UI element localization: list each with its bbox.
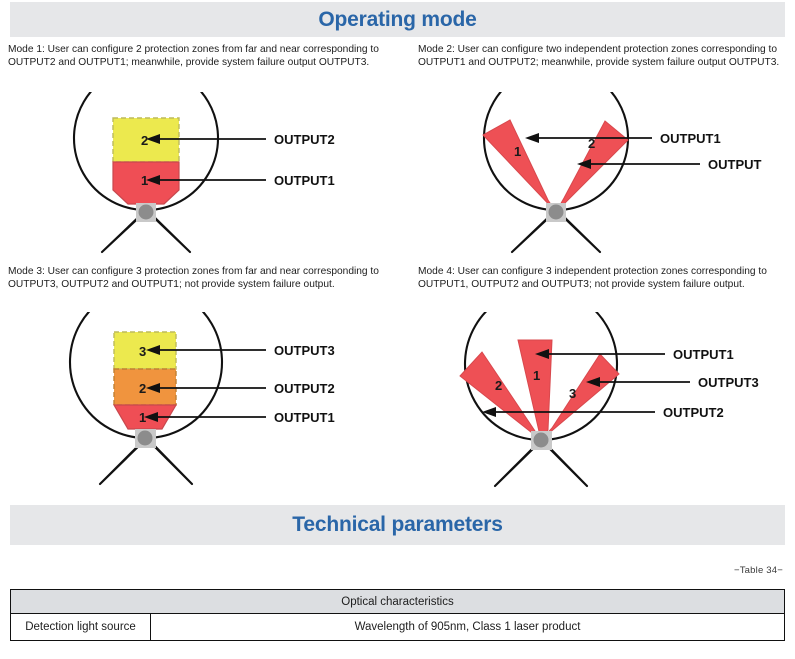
optical-characteristics-table: Optical characteristics Detection light … (10, 589, 785, 641)
section-banner-technical-parameters: Technical parameters (10, 505, 785, 545)
sensor-body-outline-3 (69, 312, 223, 486)
mode-description-1: Mode 1: User can configure 2 protection … (8, 44, 379, 68)
sensor-body-outline-1 (72, 92, 220, 254)
callout-label-output2: OUTPUT2 (274, 381, 335, 396)
mode-description-4: Mode 4: User can configure 3 independent… (418, 266, 767, 290)
sensor-body-outline-2 (482, 92, 630, 254)
zone-number-2: 2 (588, 136, 595, 151)
callout-output1: OUTPUT1 (525, 131, 721, 146)
zone-sector-1 (482, 119, 557, 213)
callout-output1: OUTPUT1 (146, 173, 335, 188)
zone-rect-2 (112, 117, 180, 163)
zone-number-2: 2 (495, 378, 502, 393)
table-cell-parameter-label: Detection light source (10, 613, 151, 641)
sensor-hub-2 (548, 204, 564, 220)
table-cell-parameter-value: Wavelength of 905nm, Class 1 laser produ… (150, 613, 785, 641)
callout-output2: OUTPUT (577, 157, 762, 172)
section-title-operating-mode: Operating mode (318, 7, 477, 31)
table-caption: −Table 34− (733, 565, 783, 576)
zone-number-1: 1 (533, 368, 540, 383)
sensor-hub-4 (533, 432, 549, 448)
mode-diagram-1: OUTPUT2 OUTPUT1 2 1 (0, 92, 400, 260)
sensor-body-outline-4 (464, 312, 618, 488)
zone-number-3: 3 (139, 344, 146, 359)
zone-number-3: 3 (569, 386, 576, 401)
callout-label-output3: OUTPUT3 (698, 375, 759, 390)
mode-diagram-4: OUTPUT1 OUTPUT3 OUTPUT2 2 1 3 (400, 312, 795, 492)
callout-output3: OUTPUT3 (586, 375, 759, 390)
mode-description-2: Mode 2: User can configure two independe… (418, 44, 780, 68)
callout-output1: OUTPUT1 (535, 347, 734, 362)
table-group-header-row: Optical characteristics (10, 589, 785, 614)
callout-label-output1: OUTPUT1 (673, 347, 734, 362)
mode-description-3: Mode 3: User can configure 3 protection … (8, 266, 379, 290)
sensor-hub-3 (137, 430, 153, 446)
callout-label-output2: OUTPUT2 (663, 405, 724, 420)
callout-label-output1: OUTPUT1 (660, 131, 721, 146)
callout-output2: OUTPUT2 (482, 405, 724, 420)
callout-output2: OUTPUT2 (146, 381, 335, 396)
mode-diagram-2: OUTPUT1 OUTPUT 1 2 (400, 92, 795, 260)
mode-diagram-3: OUTPUT3 OUTPUT2 OUTPUT1 3 2 1 (0, 312, 400, 492)
callout-label-output1: OUTPUT1 (274, 173, 335, 188)
zone-sector-2 (555, 120, 629, 213)
callout-output1: OUTPUT1 (144, 410, 335, 425)
zone-number-2: 2 (139, 381, 146, 396)
zone-shape-1 (112, 161, 180, 205)
zone-number-1: 1 (141, 173, 148, 188)
callout-label-output2: OUTPUT (708, 157, 762, 172)
callout-output2: OUTPUT2 (146, 132, 335, 147)
zone-number-1: 1 (139, 410, 146, 425)
callout-label-output3: OUTPUT3 (274, 343, 335, 358)
sensor-hub-1 (138, 204, 154, 220)
zone-number-1: 1 (514, 144, 521, 159)
callout-label-output1: OUTPUT1 (274, 410, 335, 425)
section-banner-operating-mode: Operating mode (10, 2, 785, 37)
zone-number-2: 2 (141, 133, 148, 148)
section-title-technical-parameters: Technical parameters (292, 513, 503, 536)
zone-sector-3 (540, 353, 620, 441)
callout-output3: OUTPUT3 (146, 343, 335, 358)
table-group-header-cell: Optical characteristics (10, 589, 785, 614)
callout-label-output2: OUTPUT2 (274, 132, 335, 147)
table-row: Detection light source Wavelength of 905… (10, 613, 785, 641)
